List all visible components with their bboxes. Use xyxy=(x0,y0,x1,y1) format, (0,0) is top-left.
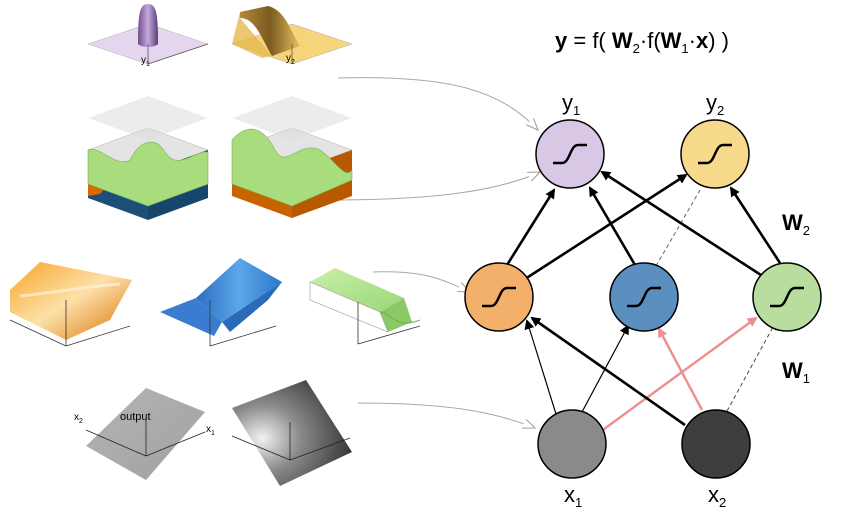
equation-w1: W xyxy=(661,28,682,53)
label-x2: x2 xyxy=(708,482,726,510)
plot-input-x2 xyxy=(231,380,352,486)
edge-h1-y2 xyxy=(524,173,688,281)
plot-label-y1: y1 xyxy=(141,55,150,68)
equation-x: x xyxy=(696,28,709,53)
network-nodes xyxy=(464,119,822,479)
edge-x1-h1 xyxy=(524,319,557,415)
equation-w1-sub: 1 xyxy=(681,41,688,56)
edge-h3-y1 xyxy=(600,170,765,279)
plot-output-y1: y1 xyxy=(87,4,209,68)
plot-hidden-2 xyxy=(160,258,282,347)
edge-x2-h2 xyxy=(657,327,704,411)
node-x2 xyxy=(681,409,751,479)
node-hidden-2 xyxy=(609,262,679,332)
sigmoid-icon xyxy=(482,286,516,308)
node-y1 xyxy=(535,119,605,189)
equation-dot1: ·f( xyxy=(640,28,661,53)
node-hidden-1 xyxy=(464,262,534,332)
equation: y = f( W2·f(W1·x) ) xyxy=(555,28,729,56)
plot-cube-2 xyxy=(231,96,353,218)
plot-hidden-1 xyxy=(9,262,132,347)
connector-input-plots xyxy=(357,402,535,428)
plot-hidden-3 xyxy=(309,268,421,345)
connector-output-plots xyxy=(337,77,538,130)
node-y2 xyxy=(680,119,750,189)
sigmoid-icon xyxy=(627,286,661,308)
equation-w2: W xyxy=(612,28,633,53)
plot-output-y2: y2 xyxy=(231,6,353,66)
equation-y: y xyxy=(555,28,568,53)
node-x1 xyxy=(537,409,607,479)
edge-h2-y1 xyxy=(588,186,637,266)
plot-connectors xyxy=(329,77,540,428)
plot-label-output: output xyxy=(120,411,151,423)
plot-cube-1 xyxy=(87,96,209,220)
network-edges xyxy=(505,170,782,433)
label-y2: y2 xyxy=(706,90,724,118)
label-y1: y1 xyxy=(562,90,580,118)
plot-label-x1: x1 xyxy=(206,424,215,437)
equation-w2-sub: 2 xyxy=(633,41,640,56)
edge-h2-y2 xyxy=(655,189,701,267)
label-x1: x1 xyxy=(564,482,582,510)
sigmoid-icon xyxy=(553,143,587,165)
edge-h1-y1 xyxy=(505,188,556,266)
plot-label-y2: y2 xyxy=(286,53,295,66)
edge-x1-h3 xyxy=(599,316,758,433)
node-hidden-3 xyxy=(752,262,822,332)
connector-hidden-plots xyxy=(372,271,470,292)
connector-cube-plots xyxy=(329,172,540,201)
equation-eq: = f( xyxy=(567,28,612,53)
sigmoid-icon xyxy=(698,143,732,165)
equation-dot2: · xyxy=(689,28,696,53)
plot-input-x1: output x2 x1 xyxy=(74,388,215,480)
equation-close: ) ) xyxy=(708,28,729,53)
edge-x2-h1 xyxy=(530,316,686,427)
label-w1: W1 xyxy=(782,358,810,386)
edge-x2-h3 xyxy=(726,326,774,412)
label-w2: W2 xyxy=(782,210,810,238)
edge-h3-y2 xyxy=(729,186,782,264)
sigmoid-icon xyxy=(770,286,804,308)
plot-label-x2: x2 xyxy=(74,412,83,425)
